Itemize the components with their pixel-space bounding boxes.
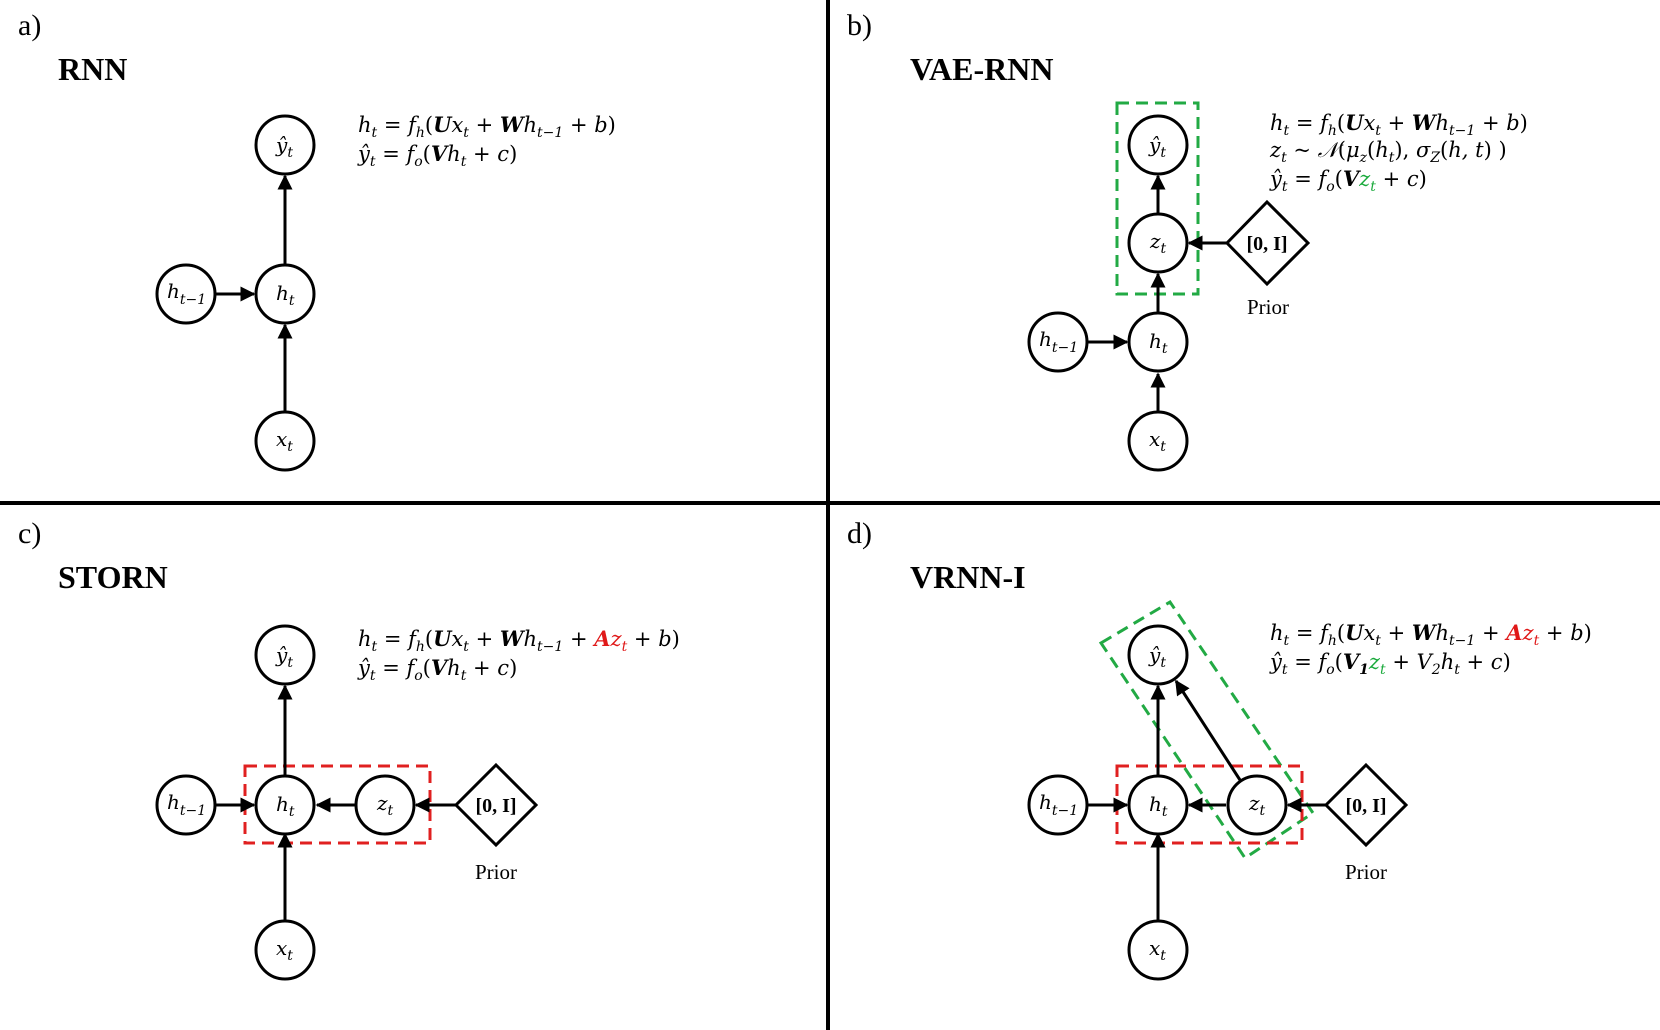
node-y-hat: ŷt	[1127, 114, 1189, 176]
node-x: xt	[254, 410, 316, 472]
svg-text:ht−1: ht−1	[167, 279, 206, 308]
svg-text:xt: xt	[1149, 427, 1166, 455]
equation-1: ht = fh(Uxt + Wht−1 + Azt + b)	[1270, 620, 1592, 649]
node-prior: [0, I]	[1224, 199, 1311, 287]
equation-2: ŷt = fo(Vht + c)	[357, 655, 517, 684]
equations: ht = fh(Uxt + Wht−1 + b) ŷt = fo(Vht + c…	[357, 112, 616, 170]
svg-text:ht: ht	[276, 792, 295, 820]
node-x: xt	[1127, 919, 1189, 981]
equation-2: zt ~ 𝒩(μz(ht), σZ(h, t) )	[1269, 138, 1507, 166]
node-h: ht	[254, 263, 316, 325]
panel-letter: b)	[847, 9, 872, 42]
node-y-hat: ŷt	[254, 114, 316, 176]
svg-text:zt: zt	[376, 791, 394, 819]
node-prior: [0, I]	[1323, 762, 1409, 848]
svg-text:ht−1: ht−1	[1039, 327, 1078, 356]
equation-1: ht = fh(Uxt + Wht−1 + b)	[358, 112, 616, 141]
equation-2: ŷt = fo(Vht + c)	[357, 141, 517, 170]
svg-text:[0, I]: [0, I]	[1246, 233, 1287, 255]
node-z: zt	[354, 774, 416, 836]
svg-text:zt: zt	[1149, 229, 1167, 257]
svg-text:xt: xt	[1149, 936, 1166, 964]
svg-text:ŷt: ŷt	[1148, 133, 1166, 161]
svg-text:xt: xt	[276, 936, 293, 964]
panel-title: VRNN-I	[910, 559, 1026, 595]
node-h-prev: ht−1	[155, 263, 217, 325]
panel-title: RNN	[58, 51, 127, 87]
svg-text:ht: ht	[1149, 792, 1168, 820]
panel-letter: c)	[18, 517, 41, 550]
panel-vae-rnn: b) VAE-RNN ŷt zt ht ht−1 xt	[847, 9, 1528, 472]
equations: ht = fh(Uxt + Wht−1 + Azt + b) ŷt = fo(V…	[1269, 620, 1592, 678]
panel-letter: a)	[18, 9, 41, 42]
panel-rnn: a) RNN ŷt ht ht−1 xt ht = fh(Uxt + Wht−1…	[18, 9, 616, 472]
panel-vrnn-i: d) VRNN-I ŷt ht ht−1 zt	[847, 517, 1592, 981]
node-z: zt	[1226, 774, 1288, 836]
svg-text:ŷt: ŷt	[275, 133, 293, 161]
node-h-prev: ht−1	[1027, 311, 1089, 373]
edge-z-to-y	[1174, 679, 1242, 781]
panel-letter: d)	[847, 517, 872, 550]
svg-text:[0, I]: [0, I]	[475, 795, 516, 817]
svg-text:ht−1: ht−1	[1039, 790, 1078, 819]
svg-text:ht: ht	[1149, 329, 1168, 357]
panel-title: STORN	[58, 559, 168, 595]
latent-output-box	[1098, 599, 1316, 861]
node-h: ht	[254, 774, 316, 836]
svg-text:ht: ht	[276, 281, 295, 309]
svg-text:zt: zt	[1248, 791, 1266, 819]
node-z: zt	[1127, 212, 1189, 274]
node-y-hat: ŷt	[254, 624, 316, 686]
svg-text:ŷt: ŷt	[1148, 643, 1166, 671]
panel-storn: c) STORN ŷt ht ht−1 zt xt	[18, 517, 680, 981]
node-x: xt	[254, 919, 316, 981]
prior-label: Prior	[1247, 295, 1289, 319]
equation-1: ht = fh(Uxt + Wht−1 + Azt + b)	[358, 626, 680, 655]
equation-1: ht = fh(Uxt + Wht−1 + b)	[1270, 110, 1528, 139]
node-prior: [0, I]	[453, 762, 539, 848]
node-h-prev: ht−1	[1027, 774, 1089, 836]
equations: ht = fh(Uxt + Wht−1 + Azt + b) ŷt = fo(V…	[357, 626, 680, 684]
node-h: ht	[1127, 774, 1189, 836]
svg-text:[0, I]: [0, I]	[1345, 795, 1386, 817]
svg-text:ht−1: ht−1	[167, 790, 206, 819]
svg-text:ŷt: ŷt	[275, 643, 293, 671]
equation-2: ŷt = fo(V1zt + V2ht + c)	[1269, 649, 1511, 678]
panel-title: VAE-RNN	[910, 51, 1053, 87]
node-h: ht	[1127, 311, 1189, 373]
svg-text:xt: xt	[276, 427, 293, 455]
prior-label: Prior	[475, 860, 517, 884]
prior-label: Prior	[1345, 860, 1387, 884]
equation-3: ŷt = fo(Vzt + c)	[1269, 166, 1427, 195]
equations: ht = fh(Uxt + Wht−1 + b) zt ~ 𝒩(μz(ht), …	[1269, 110, 1528, 195]
node-x: xt	[1127, 410, 1189, 472]
node-y-hat: ŷt	[1127, 624, 1189, 686]
node-h-prev: ht−1	[155, 774, 217, 836]
